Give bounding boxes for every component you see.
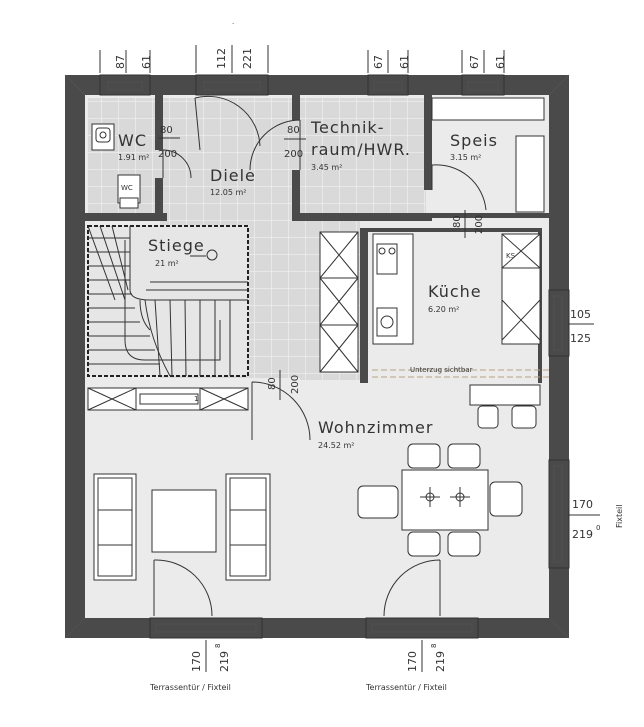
wc-fixtures: WC (91, 123, 141, 209)
room-technik-name-line1: Technik- (310, 118, 384, 137)
window-right2-height-sup: 0 (596, 524, 600, 532)
fridge-label: KS (506, 252, 516, 260)
room-wc-name: WC (118, 131, 147, 150)
room-wohnzimmer-area: 24.52 m² (318, 441, 354, 450)
window-top3-width: 67 (372, 55, 385, 69)
window-top4-height: 61 (494, 55, 507, 69)
room-kueche-area: 6.20 m² (428, 305, 459, 314)
window-bottom2-height: 219 (434, 651, 447, 672)
door-technik-height: 200 (284, 149, 303, 160)
window-right2-width: 170 (572, 498, 593, 511)
door-wohnzimmer-height: 200 (290, 375, 301, 394)
window-top1-width: 87 (114, 55, 127, 69)
door-speis-width: 80 (452, 215, 463, 228)
room-technik-name-line2: raum/HWR. (311, 140, 411, 159)
door-technik-width: 80 (287, 125, 300, 136)
sideboard-label: 1 (194, 395, 198, 403)
window-dimensions: 87 61 112 221 67 61 67 61 105 125 170 21… (99, 45, 624, 692)
room-stiege-name: Stiege (148, 236, 205, 255)
window-right2-height: 219 (572, 528, 593, 541)
top-mark: . (232, 18, 234, 26)
door-wohnzimmer-width: 80 (267, 377, 278, 390)
window-bottom1-height: 219 (218, 651, 231, 672)
window-right1-height: 125 (570, 332, 591, 345)
room-speis-area: 3.15 m² (450, 153, 481, 162)
window-bottom2-width: 170 (406, 651, 419, 672)
room-wohnzimmer-name: Wohnzimmer (318, 418, 433, 437)
windows (99, 74, 570, 639)
room-speis-name: Speis (450, 131, 498, 150)
window-right1-width: 105 (570, 308, 591, 321)
pantry-shelves (431, 97, 545, 213)
window-bottom1-height-sup: 8 (214, 644, 222, 648)
living-furniture: 1 (87, 387, 523, 581)
room-kueche-name: Küche (428, 282, 482, 301)
door-wc-height: 200 (158, 149, 177, 160)
staircase (87, 225, 249, 377)
door-wc-width: 80 (160, 125, 173, 136)
window-right2-caption: Fixteil (615, 505, 624, 528)
room-diele-name: Diele (210, 166, 256, 185)
window-top2-width: 112 (215, 48, 228, 69)
window-bottom1-width: 170 (190, 651, 203, 672)
window-bottom1-caption: Terrassentür / Fixteil (149, 683, 231, 692)
room-technik-area: 3.45 m² (311, 163, 342, 172)
wc-fixture-label: WC (121, 184, 133, 192)
room-wc-area: 1.91 m² (118, 153, 149, 162)
window-top4-width: 67 (468, 55, 481, 69)
window-bottom2-height-sup: 8 (430, 644, 438, 648)
door-speis-height: 200 (474, 215, 485, 234)
window-top2-height: 221 (241, 48, 254, 69)
kitchen-units: KS Unterzug sichtbar (319, 231, 550, 429)
window-top1-height: 61 (140, 55, 153, 69)
beam-note: Unterzug sichtbar (410, 366, 473, 374)
room-labels: WC 1.91 m² Diele 12.05 m² Technik- raum/… (118, 118, 498, 450)
window-top3-height: 61 (398, 55, 411, 69)
doors (153, 95, 487, 617)
window-bottom2-caption: Terrassentür / Fixteil (365, 683, 447, 692)
room-diele-area: 12.05 m² (210, 188, 246, 197)
room-stiege-area: 21 m² (155, 259, 179, 268)
door-dimensions: 80 200 80 200 80 200 80 200 (158, 125, 485, 400)
